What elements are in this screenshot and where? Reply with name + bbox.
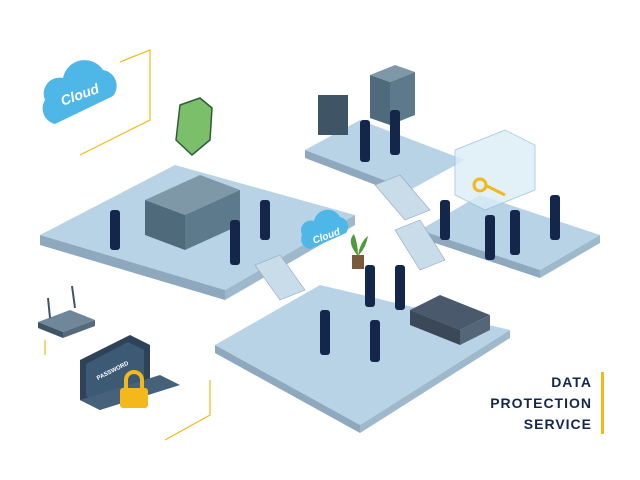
people: [110, 110, 560, 362]
server-rack-icon: [145, 65, 415, 250]
caption-line-3: SERVICE: [523, 416, 592, 432]
caption-line-2: PROTECTION: [490, 395, 592, 411]
cloud-icon: Cloud: [42, 60, 117, 124]
shield-icon: [175, 97, 213, 157]
caption-title: DATA PROTECTION SERVICE: [432, 372, 592, 435]
router-icon: [38, 285, 95, 338]
connector-lines: [44, 49, 211, 441]
key-icon: [454, 129, 536, 211]
stairs: [254, 174, 446, 301]
sofa-icon: [410, 295, 490, 345]
caption-accent-bar: [601, 372, 604, 434]
caption-line-1: DATA: [551, 374, 592, 390]
padlock-icon: [120, 370, 148, 408]
plant-icon: [350, 234, 368, 269]
